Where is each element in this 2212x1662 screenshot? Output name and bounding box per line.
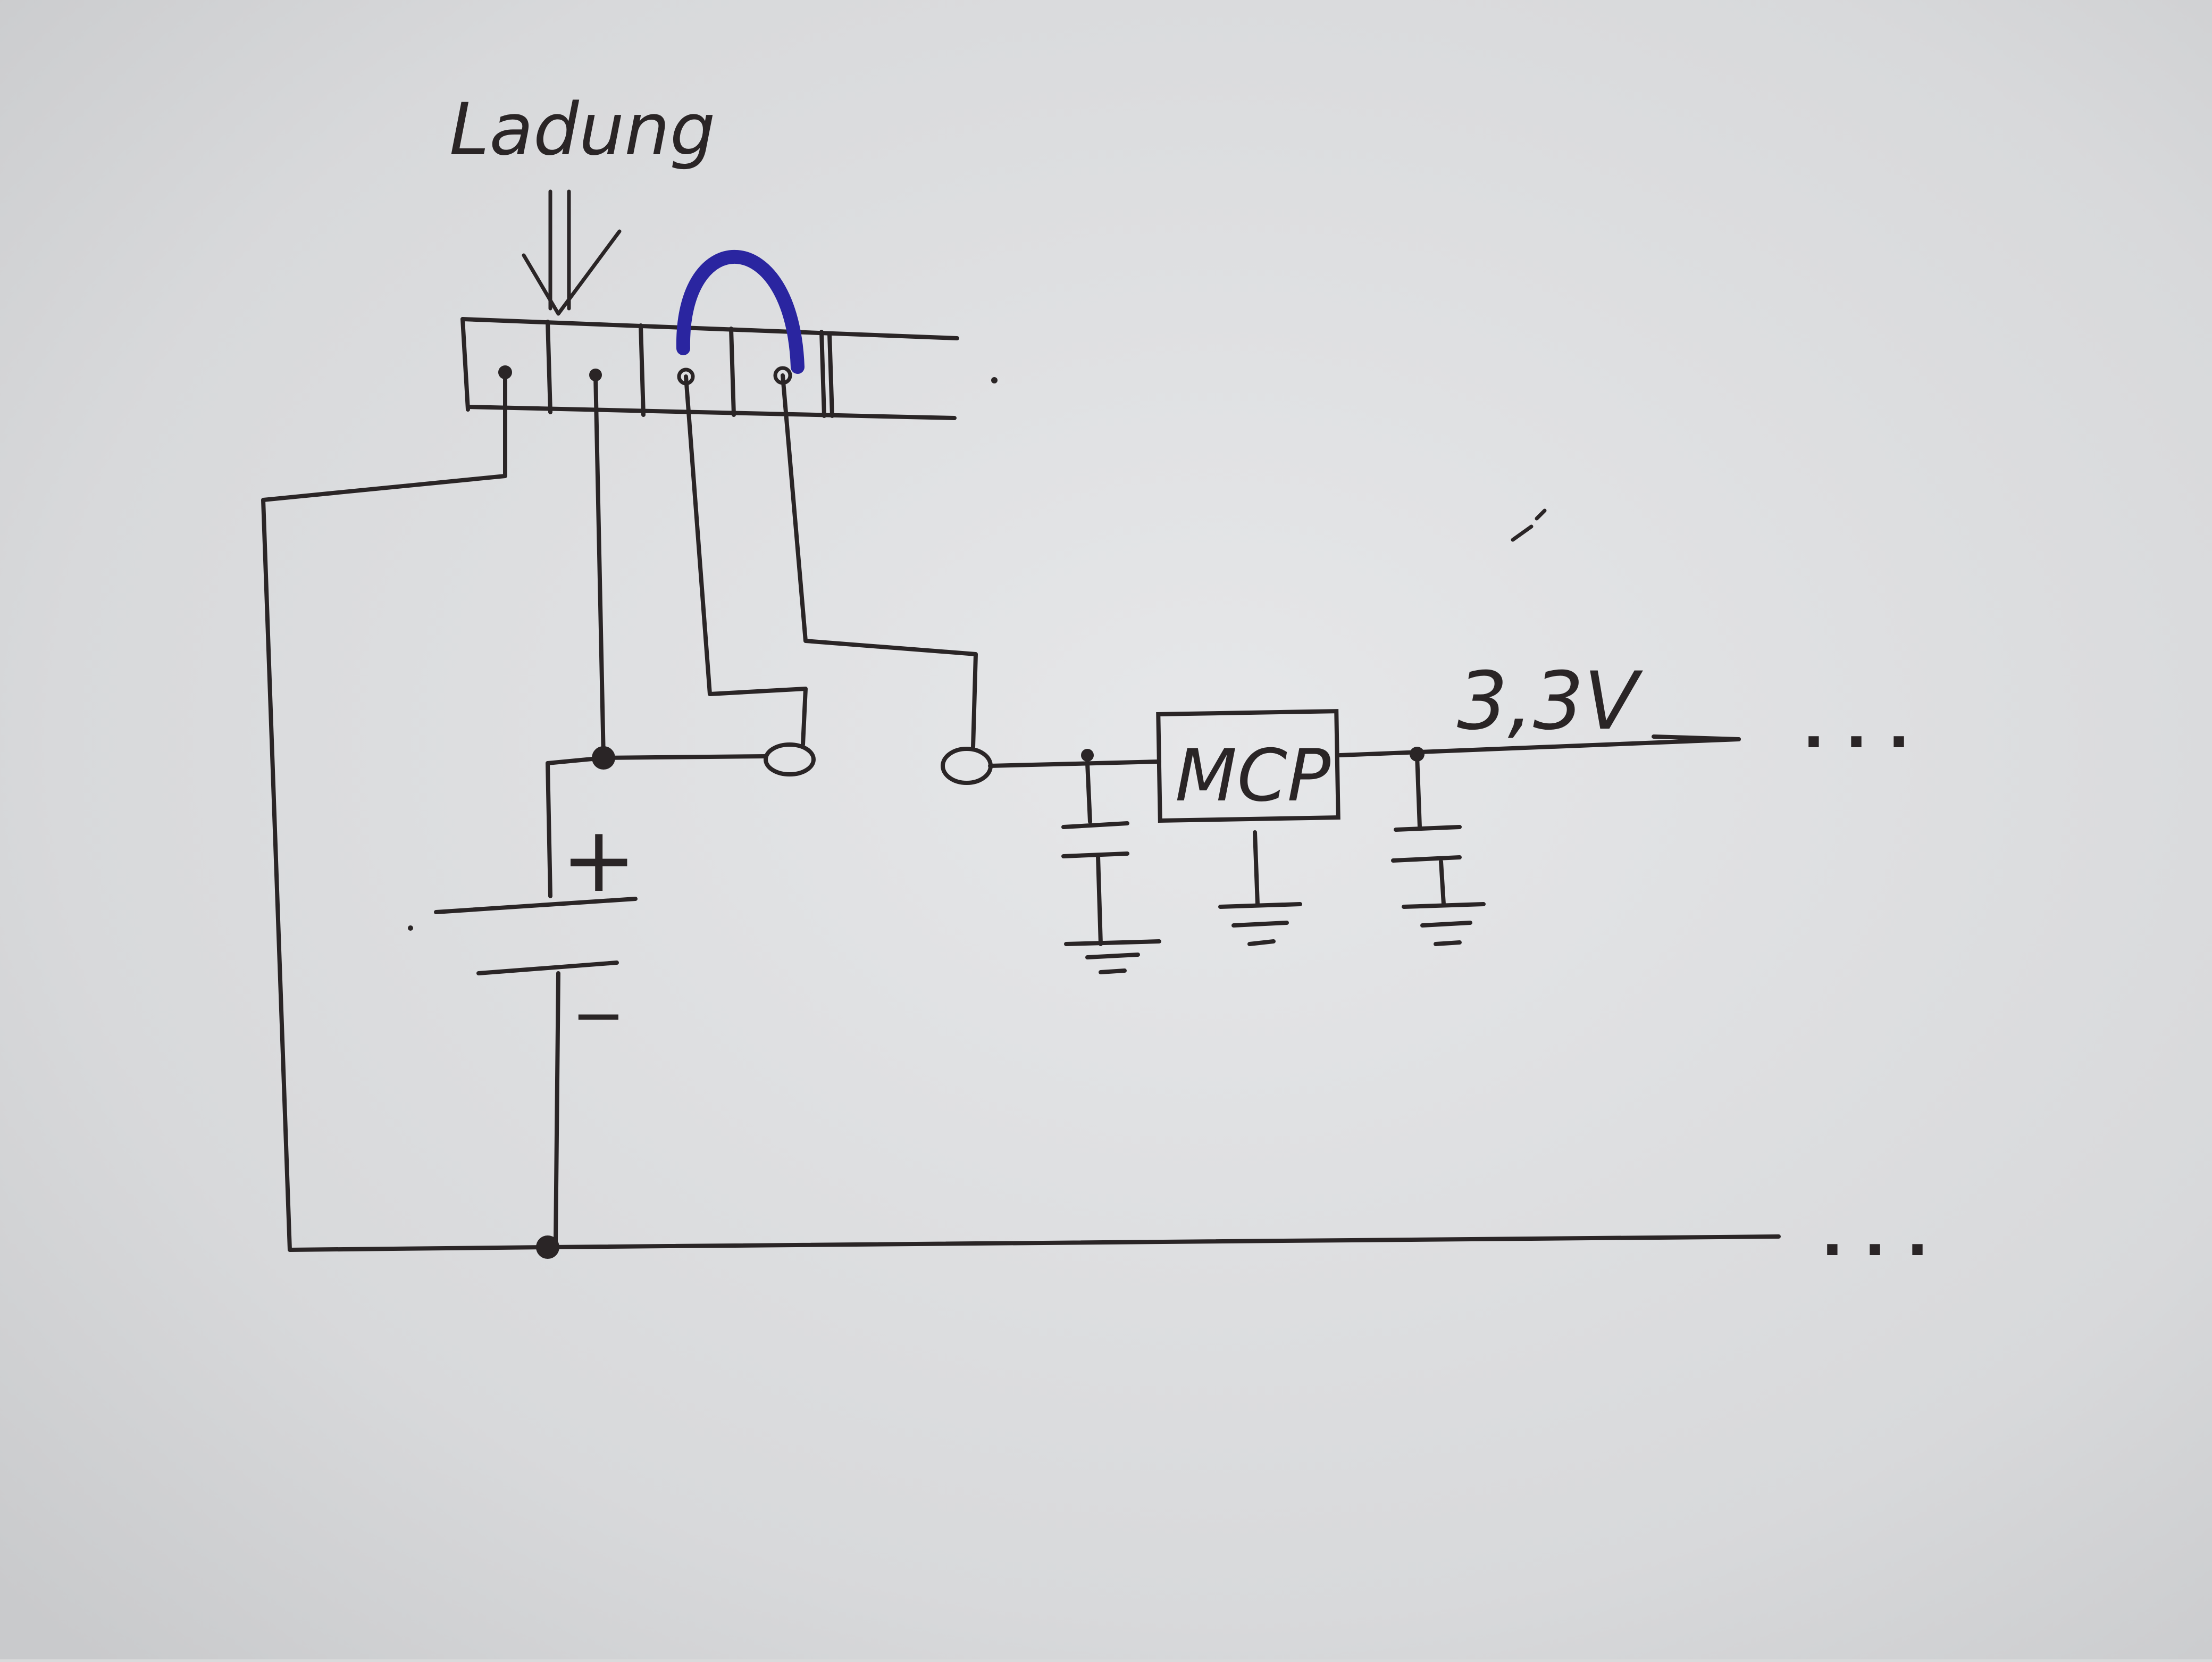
junction-battery-plus xyxy=(592,746,615,770)
switch-contact-a xyxy=(764,742,816,776)
jumper-bridge xyxy=(676,249,805,374)
battery-plus-sign: + xyxy=(561,807,636,913)
wire-pin1-ground xyxy=(261,370,550,1252)
ellipsis-bottom: . . . xyxy=(1821,1201,1929,1269)
battery-minus-sign: − xyxy=(572,979,625,1053)
wire-pin3-switch xyxy=(684,374,808,747)
ladung-arrow xyxy=(522,189,622,316)
ladung-label: Ladung xyxy=(449,88,715,171)
mcp-label: MCP xyxy=(1175,734,1331,817)
battery-symbol xyxy=(434,761,638,1244)
output-capacitor xyxy=(1391,753,1486,946)
ellipsis-top: . . . xyxy=(1803,693,1910,761)
voltage-label: 3,3V xyxy=(1457,655,1644,748)
stray-mark-3 xyxy=(408,925,413,931)
wire-3v3-rail xyxy=(1338,737,1741,757)
junction-ground xyxy=(536,1235,559,1259)
input-capacitor xyxy=(1061,749,1161,974)
wire-pin4-output xyxy=(781,373,978,749)
ground-rail xyxy=(546,1234,1781,1249)
wire-to-mcp xyxy=(988,759,1161,768)
pin-header xyxy=(460,317,959,420)
rail-arrowhead xyxy=(1652,734,1741,741)
stray-mark-1 xyxy=(991,377,998,383)
stray-mark-2 xyxy=(1511,508,1547,542)
wire-pin2-battery xyxy=(593,373,606,760)
mcp-regulator-box xyxy=(1156,709,1340,823)
mcp-ground xyxy=(1218,830,1302,946)
